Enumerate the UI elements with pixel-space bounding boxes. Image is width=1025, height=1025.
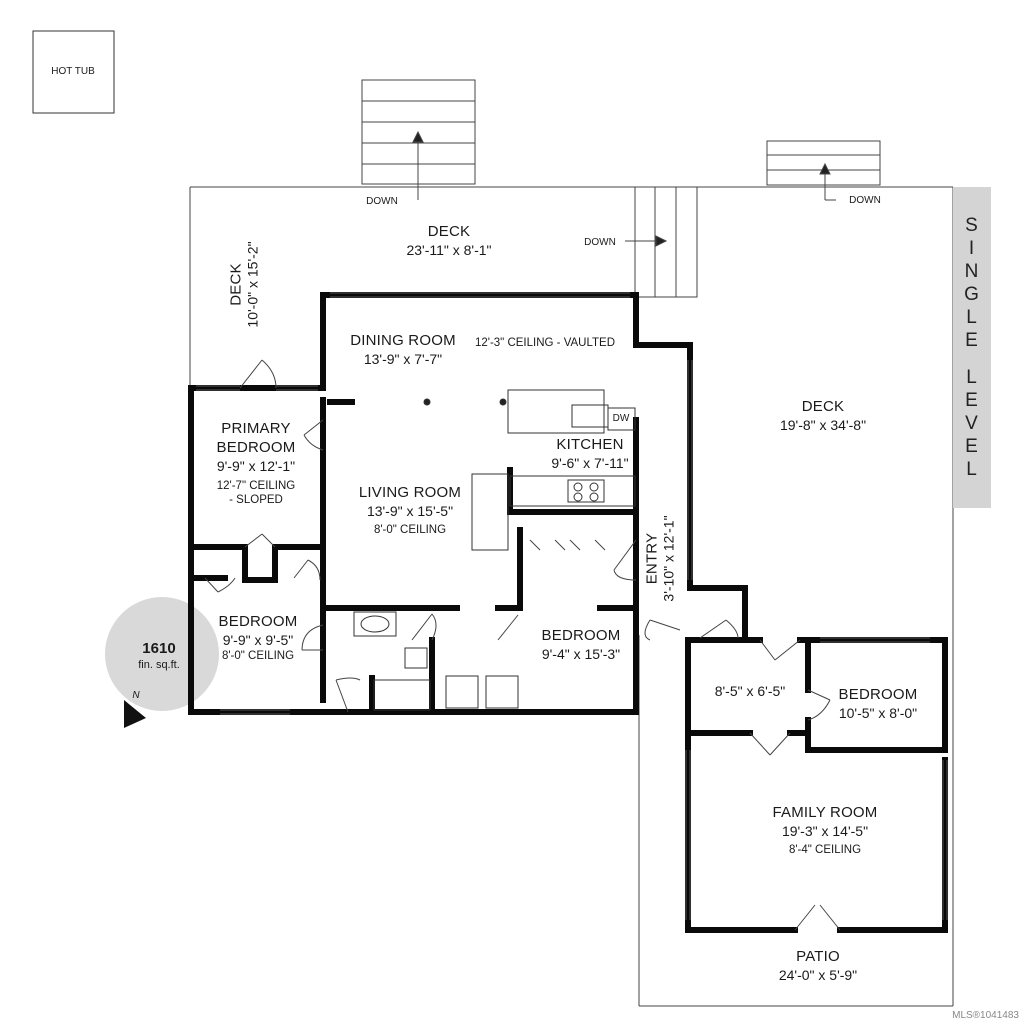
family-name: FAMILY ROOM <box>772 804 878 821</box>
level-letter: G <box>964 284 980 305</box>
living-dim: 13'-9" x 15'-5" <box>366 502 454 519</box>
level-letter: N <box>964 261 980 282</box>
compass-arrow <box>124 700 146 728</box>
bedroom-right-label: BEDROOM 10'-5" x 8'-0" <box>839 686 918 722</box>
dining-dim: 13'-9" x 7'-7" <box>363 350 443 367</box>
primary-note-1: 12'-7" CEILING <box>216 480 296 492</box>
bedroom-left-name: BEDROOM <box>218 613 298 630</box>
primary-name-1: PRIMARY <box>221 420 291 437</box>
stairs-middle <box>625 186 698 298</box>
primary-dim: 9'-9" x 12'-1" <box>216 457 296 474</box>
deck-top-dim: 23'-11" x 8'-1" <box>406 241 492 258</box>
deck-left-name: DECK <box>227 263 245 306</box>
compass-label: N <box>132 690 140 701</box>
hot-tub <box>32 30 115 114</box>
living-name: LIVING ROOM <box>358 484 462 501</box>
single-level-banner: S I N G L E L E V E L <box>953 187 991 508</box>
level-letter: V <box>965 413 979 434</box>
stairs-top <box>361 79 476 200</box>
level-letter: L <box>966 367 978 388</box>
dining-name: DINING ROOM <box>350 332 456 349</box>
bedroom-mid-label: BEDROOM 9'-4" x 15'-3" <box>542 627 621 663</box>
level-letter: L <box>966 459 978 480</box>
stairs-down-label-1: DOWN <box>366 196 398 207</box>
deck-left-dim: 10'-0" x 15'-2" <box>244 241 261 328</box>
doors <box>204 359 841 931</box>
bath-fixtures <box>353 611 519 711</box>
family-dim: 19'-3" x 14'-5" <box>781 822 869 839</box>
family-label: FAMILY ROOM 19'-3" x 14'-5" 8'-4" CEILIN… <box>773 804 878 858</box>
level-letter: S <box>965 215 979 236</box>
area-label: 1610 fin. sq.ft. <box>138 640 180 673</box>
primary-name-2: BEDROOM <box>216 438 296 456</box>
kitchen-label: KITCHEN 9'-6" x 7'-11" <box>551 436 628 472</box>
level-letter: I <box>968 238 976 259</box>
living-label: LIVING ROOM 13'-9" x 15'-5" 8'-0" CEILIN… <box>359 484 461 538</box>
patio-dim: 24'-0" x 5'-9" <box>778 966 858 983</box>
primary-note-2: - SLOPED <box>229 494 283 507</box>
deck-top-label: DECK 23'-11" x 8'-1" <box>406 223 491 259</box>
deck-right-label: DECK 19'-8" x 34'-8" <box>780 398 866 434</box>
level-letter: E <box>965 330 979 351</box>
entry-label: ENTRY 3'-10" x 12'-1" <box>644 499 677 619</box>
area-unit: fin. sq.ft. <box>138 658 180 671</box>
living-note: 8'-0" CEILING <box>373 524 447 537</box>
primary-label: PRIMARY BEDROOM 9'-9" x 12'-1" 12'-7" CE… <box>217 420 296 508</box>
dining-label: DINING ROOM 13'-9" x 7'-7" <box>350 332 456 368</box>
patio-name: PATIO <box>796 948 840 965</box>
dishwasher-label: DW <box>612 413 630 424</box>
level-letter: L <box>966 307 978 328</box>
kitchen-fixtures <box>423 389 636 551</box>
bedroom-left-label: BEDROOM 9'-9" x 9'-5" 8'-0" CEILING <box>219 613 298 664</box>
dining-note: 12'-3" CEILING - VAULTED <box>474 337 616 349</box>
deck-left-label: DECK 10'-0" x 15'-2" <box>228 225 261 345</box>
stairs-right <box>766 140 881 201</box>
bedroom-mid-dim: 9'-4" x 15'-3" <box>541 645 621 662</box>
stairs-down-label-3: DOWN <box>849 195 881 206</box>
level-letter: E <box>965 436 979 457</box>
level-letter: E <box>965 390 979 411</box>
bedroom-left-dim: 9'-9" x 9'-5" <box>222 631 294 648</box>
mls-number: MLS®1041483 <box>952 1010 1019 1021</box>
deck-right-dim: 19'-8" x 34'-8" <box>779 416 867 433</box>
stairs-down-label-2: DOWN <box>584 237 616 248</box>
family-note: 8'-4" CEILING <box>788 844 862 857</box>
deck-top-name: DECK <box>427 223 471 240</box>
walls <box>188 292 948 933</box>
area-value: 1610 <box>142 640 176 657</box>
hall-small-dim: 8'-5" x 6'-5" <box>714 683 786 699</box>
bedroom-right-dim: 10'-5" x 8'-0" <box>838 704 918 721</box>
windows <box>196 292 948 920</box>
entry-dim: 3'-10" x 12'-1" <box>660 515 677 602</box>
bedroom-left-note: 8'-0" CEILING <box>221 650 295 663</box>
entry-name: ENTRY <box>643 532 661 585</box>
hot-tub-label: HOT TUB <box>51 66 95 77</box>
deck-right-name: DECK <box>801 398 845 415</box>
bedroom-mid-name: BEDROOM <box>541 627 621 644</box>
kitchen-dim: 9'-6" x 7'-11" <box>551 454 629 471</box>
patio-label: PATIO 24'-0" x 5'-9" <box>779 948 857 984</box>
kitchen-name: KITCHEN <box>556 436 624 453</box>
bedroom-right-name: BEDROOM <box>838 686 918 703</box>
deck-outlines <box>189 186 954 1007</box>
